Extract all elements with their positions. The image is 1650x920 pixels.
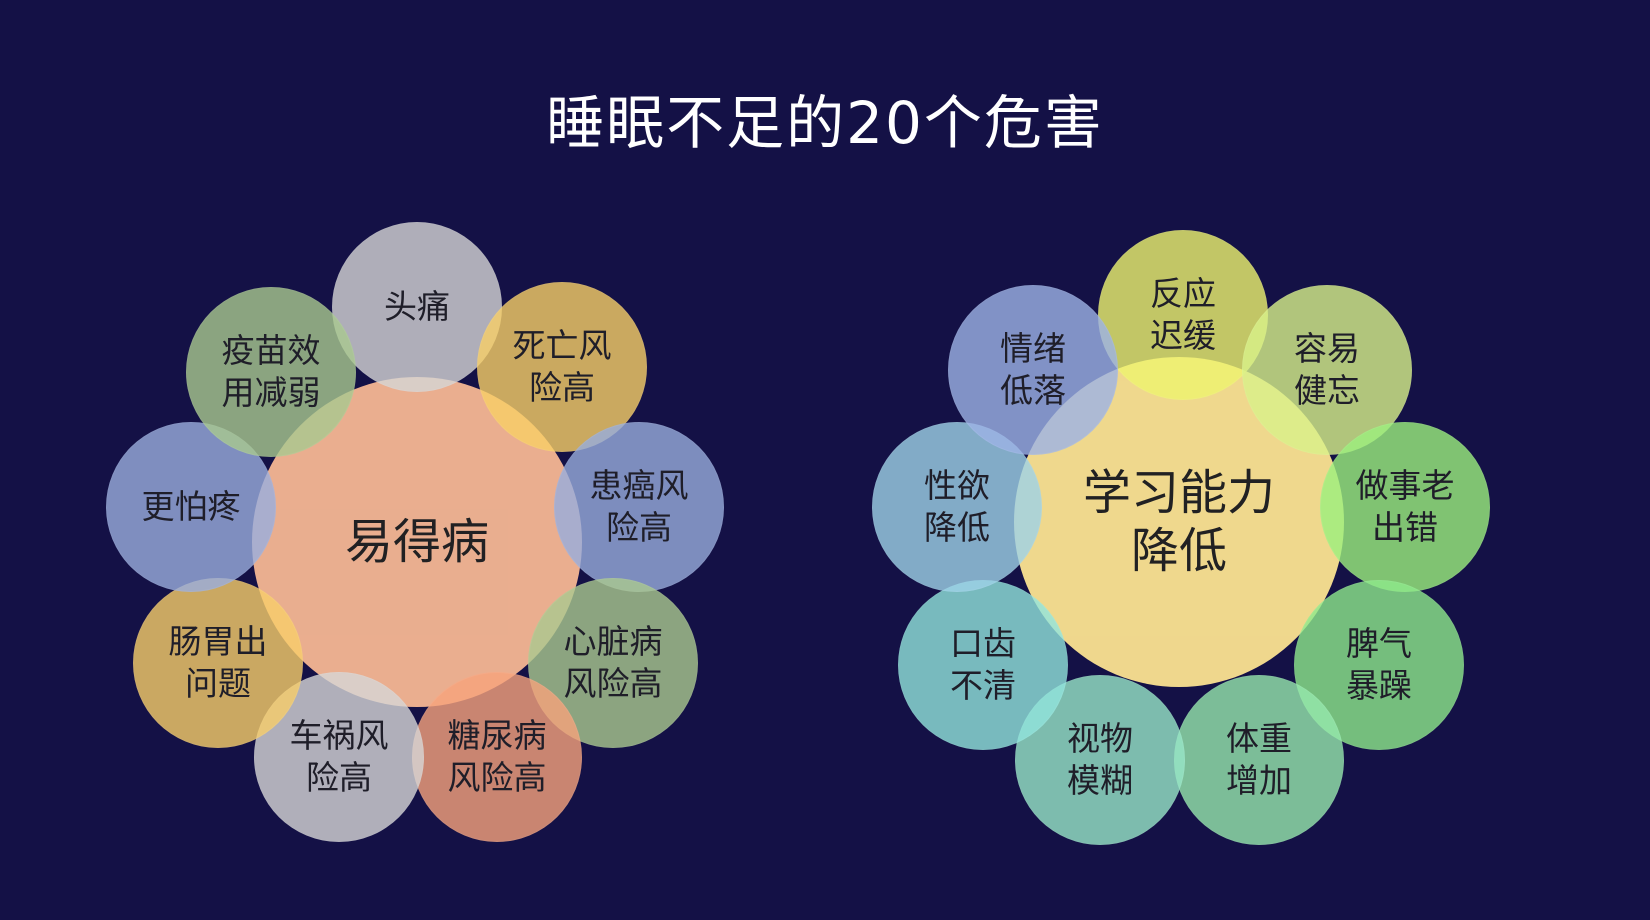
- petal-label: 体重 增加: [1226, 719, 1292, 800]
- petal-low-mood: 情绪 低落: [948, 285, 1118, 455]
- petal-diabetes-risk: 糖尿病 风险高: [412, 672, 582, 842]
- petal-label: 性欲 降低: [924, 466, 990, 547]
- petal-label: 头痛: [384, 287, 450, 326]
- petal-vaccine-weakened: 疫苗效 用减弱: [186, 287, 356, 457]
- petal-label: 糖尿病 风险高: [447, 716, 547, 797]
- petal-label: 做事老 出错: [1355, 466, 1455, 547]
- petal-label: 容易 健忘: [1294, 329, 1360, 410]
- petal-cancer-risk: 患癌风 险高: [554, 422, 724, 592]
- petal-label: 脾气 暴躁: [1346, 624, 1412, 705]
- petal-label: 死亡风 险高: [512, 326, 612, 407]
- petal-slow-reaction: 反应 迟缓: [1098, 230, 1268, 400]
- petal-headache: 头痛: [332, 222, 502, 392]
- petal-unclear-speech: 口齿 不清: [898, 580, 1068, 750]
- petal-label: 肠胃出 问题: [168, 622, 268, 703]
- petal-mistakes: 做事老 出错: [1320, 422, 1490, 592]
- petal-label: 心脏病 风险高: [563, 622, 663, 703]
- petal-label: 口齿 不清: [950, 624, 1016, 705]
- center-label: 易得病: [344, 514, 489, 570]
- petal-stomach-problems: 肠胃出 问题: [133, 578, 303, 748]
- petal-label: 情绪 低落: [1000, 329, 1066, 410]
- slide-title: 睡眠不足的20个危害: [546, 89, 1104, 157]
- petal-label: 疫苗效 用减弱: [221, 331, 321, 412]
- petal-label: 视物 模糊: [1067, 719, 1133, 800]
- center-label: 学习能力 降低: [1082, 465, 1275, 579]
- petal-label: 患癌风 险高: [589, 466, 689, 547]
- petal-label: 车祸风 险高: [289, 716, 389, 797]
- petal-label: 反应 迟缓: [1150, 274, 1216, 355]
- petal-label: 更怕疼: [141, 487, 241, 526]
- petal-weight-gain: 体重 增加: [1174, 675, 1344, 845]
- petal-libido-decrease: 性欲 降低: [872, 422, 1042, 592]
